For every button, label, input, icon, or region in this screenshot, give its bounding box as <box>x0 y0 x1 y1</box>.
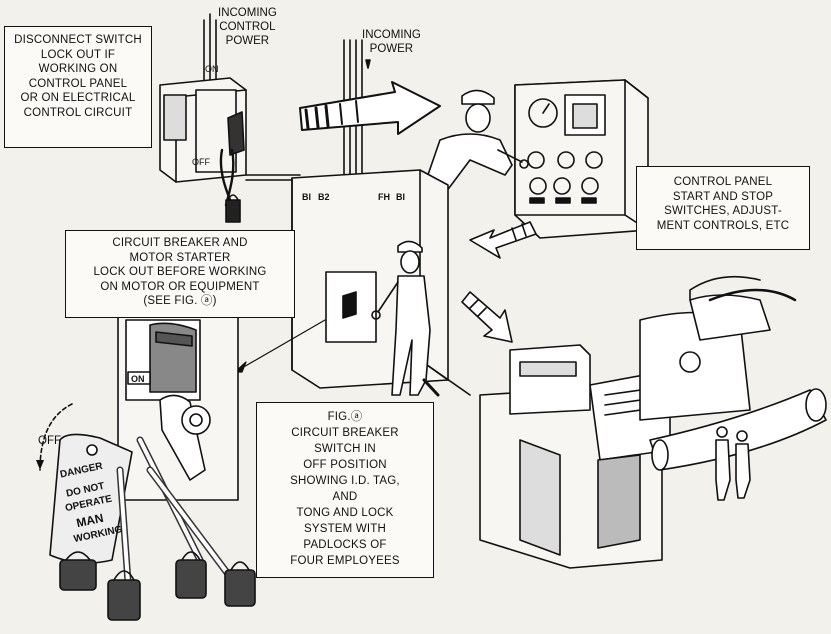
arrow-to-worker <box>299 81 441 135</box>
circuit-breaker-callout: CIRCUIT BREAKER AND MOTOR STARTER LOCK O… <box>65 230 295 318</box>
switch-on-label: ON <box>131 374 145 384</box>
off-label: OFF <box>38 435 61 447</box>
chiller-equipment <box>479 275 827 569</box>
breaker-closeup: ON <box>49 295 256 621</box>
svg-text:BI: BI <box>302 192 311 202</box>
motor-starter-cabinet: BI B2 FH BI <box>291 169 471 396</box>
incoming-power-label: INCOMING POWER <box>362 29 421 55</box>
incoming-control-power-label: INCOMING CONTROL POWER <box>218 7 277 47</box>
tag-line-4: MAN <box>75 511 105 530</box>
off-rotation-arrow <box>36 403 73 471</box>
svg-text:BI: BI <box>396 192 405 202</box>
control-panel-cabinet <box>514 79 649 239</box>
chiller-workers <box>715 426 751 501</box>
svg-text:B2: B2 <box>318 192 330 202</box>
off-switch-label: OFF <box>192 157 210 167</box>
fig-a-callout: FIG.ⓐ CIRCUIT BREAKER SWITCH IN OFF POSI… <box>256 402 434 578</box>
control-power-wires <box>203 13 217 86</box>
disconnect-switch-callout: DISCONNECT SWITCH LOCK OUT IF WORKING ON… <box>4 26 152 148</box>
worker-at-starter <box>371 240 440 397</box>
on-label: ON <box>205 64 219 74</box>
arrow-to-chiller <box>461 291 513 343</box>
arrow-panel-left <box>469 221 537 259</box>
control-panel-callout: CONTROL PANEL START AND STOP SWITCHES, A… <box>636 166 810 250</box>
svg-text:FH: FH <box>378 192 390 202</box>
disconnect-switch-box <box>159 77 301 223</box>
